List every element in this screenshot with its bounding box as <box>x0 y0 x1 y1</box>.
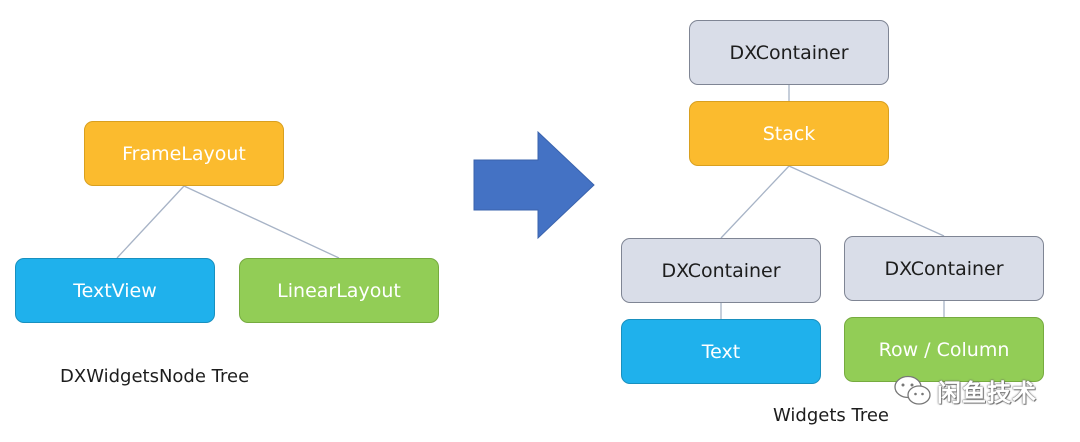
framelayout-node: FrameLayout <box>84 121 284 186</box>
edge-stack-dxcontainer-right <box>788 165 945 237</box>
right-arrow-icon <box>473 130 595 240</box>
dxcontainer-right-label: DXContainer <box>884 257 1004 280</box>
wechat-icon <box>894 375 931 405</box>
framelayout-label: FrameLayout <box>122 142 246 165</box>
right-tree-caption: Widgets Tree <box>773 405 889 426</box>
dxcontainer-left-label: DXContainer <box>661 259 781 282</box>
watermark: 闲鱼技术 <box>893 373 1037 408</box>
linearlayout-node: LinearLayout <box>239 258 439 323</box>
row-column-label: Row / Column <box>878 338 1010 361</box>
dxcontainer-left-node: DXContainer <box>621 238 821 303</box>
stack-node: Stack <box>689 101 889 166</box>
textview-node: TextView <box>15 258 215 323</box>
watermark-text: 闲鱼技术 <box>937 379 1037 407</box>
dxcontainer-root-label: DXContainer <box>729 41 849 64</box>
text-label: Text <box>701 340 741 363</box>
dxcontainer-right-node: DXContainer <box>844 236 1044 301</box>
left-tree-caption: DXWidgetsNode Tree <box>60 366 250 387</box>
row-column-node: Row / Column <box>844 317 1044 382</box>
stack-label: Stack <box>762 122 816 145</box>
edge-stack-dxcontainer-left <box>720 165 790 239</box>
text-node: Text <box>621 319 821 384</box>
edge-framelayout-linearlayout <box>183 185 340 259</box>
dxcontainer-root-node: DXContainer <box>689 20 889 85</box>
linearlayout-label: LinearLayout <box>277 279 401 302</box>
edge-framelayout-textview <box>116 185 185 259</box>
textview-label: TextView <box>73 279 157 302</box>
